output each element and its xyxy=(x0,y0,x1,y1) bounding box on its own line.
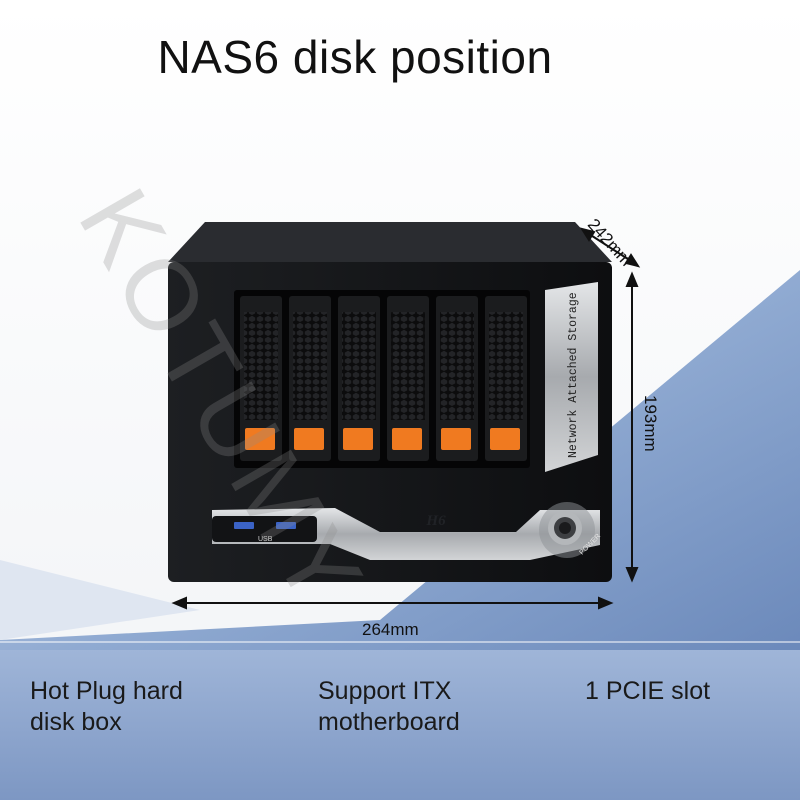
usb-port-2 xyxy=(276,522,296,529)
usb-port-1 xyxy=(234,522,254,529)
width-dimension: 264mm xyxy=(362,620,419,639)
front-panel: USB H6 xyxy=(212,508,600,560)
feature-line: Hot Plug hard xyxy=(30,677,183,705)
usb-label: USB xyxy=(258,536,273,543)
feature-line: disk box xyxy=(30,708,122,736)
feature-line: 1 PCIE slot xyxy=(585,677,711,705)
feature-list: Hot Plug hard disk box Support ITX mothe… xyxy=(0,676,800,756)
feature-line: Support ITX xyxy=(318,677,452,705)
side-label-plate: Network Attached Storage xyxy=(545,282,598,472)
drive-bay-4 xyxy=(387,296,429,461)
feature-itx: Support ITX motherboard xyxy=(318,676,460,738)
power-button: POWER xyxy=(539,502,602,558)
drive-bay-5 xyxy=(436,296,478,461)
page-title: NAS6 disk position xyxy=(157,31,553,83)
drive-bay-3 xyxy=(338,296,380,461)
drive-bay-2 xyxy=(289,296,331,461)
drive-bay-1 xyxy=(240,296,282,461)
dimension-arrows xyxy=(171,227,641,610)
device-logo: H6 xyxy=(425,513,446,529)
height-dimension: 193mm xyxy=(641,395,660,452)
drive-bay-6 xyxy=(485,296,527,461)
feature-pcie: 1 PCIE slot xyxy=(585,676,710,707)
drive-bays xyxy=(240,296,527,461)
side-label-text: Network Attached Storage xyxy=(567,292,580,458)
feature-hot-plug: Hot Plug hard disk box xyxy=(30,676,183,738)
feature-line: motherboard xyxy=(318,708,460,736)
